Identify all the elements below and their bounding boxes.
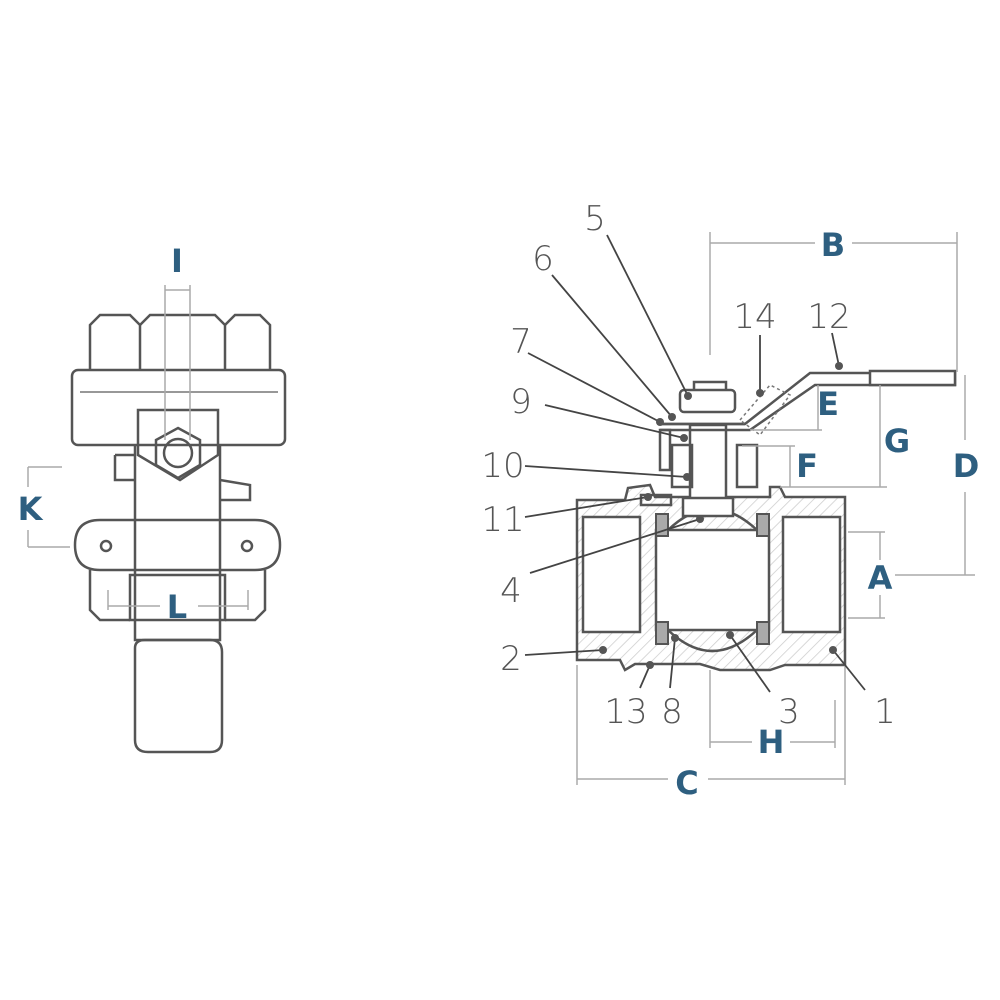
part-label-5: 5 [584,199,606,239]
part-label-8: 8 [661,692,683,732]
part-label-13: 13 [604,692,647,732]
part-label-14: 14 [733,297,776,337]
dimension-label-k: K [18,490,44,528]
part-label-3: 3 [778,692,800,732]
dimension-label-h: H [758,723,785,761]
part-label-2: 2 [500,639,522,679]
dimension-label-l: L [167,588,187,626]
part-label-6: 6 [532,239,554,279]
dimension-label-g: G [884,422,910,460]
section-view [524,232,975,785]
dimension-label-i: I [171,242,183,280]
dimension-label-f: F [796,447,818,485]
part-number-labels: 1 2 3 4 5 6 7 8 9 10 11 12 13 14 [481,199,895,732]
part-label-7: 7 [510,322,532,362]
dimension-labels: A B C D E F G H I K L [18,226,980,802]
dimension-label-a: A [868,559,893,597]
part-label-10: 10 [481,446,524,486]
part-label-4: 4 [500,571,522,611]
dimension-label-d: D [953,447,980,485]
end-view [27,285,287,754]
part-label-9: 9 [510,382,532,422]
part-label-1: 1 [874,692,896,732]
part-label-12: 12 [807,297,850,337]
dimension-label-e: E [817,385,839,423]
dimension-label-b: B [821,226,845,264]
dimension-label-c: C [675,764,698,802]
part-label-11: 11 [481,500,524,540]
